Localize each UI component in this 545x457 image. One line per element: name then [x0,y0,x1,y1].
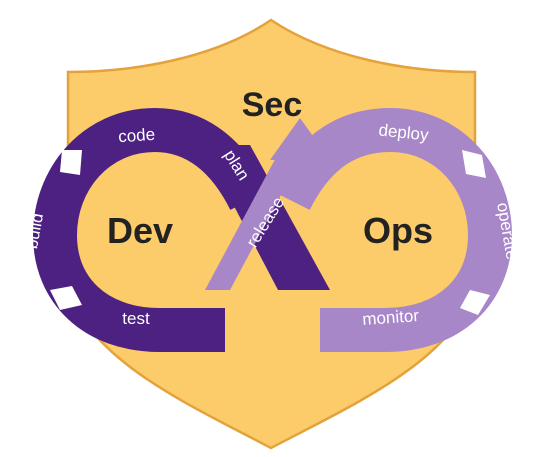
stage-test-label: test [122,309,150,328]
ops-title: Ops [363,210,433,251]
stage-code-label: code [118,125,156,147]
release-band [205,150,305,290]
stage-monitor-label: monitor [362,306,420,329]
dev-title: Dev [107,210,173,251]
release-arrowhead [270,118,330,160]
sec-title: Sec [242,86,303,124]
segment-separators [50,150,490,315]
